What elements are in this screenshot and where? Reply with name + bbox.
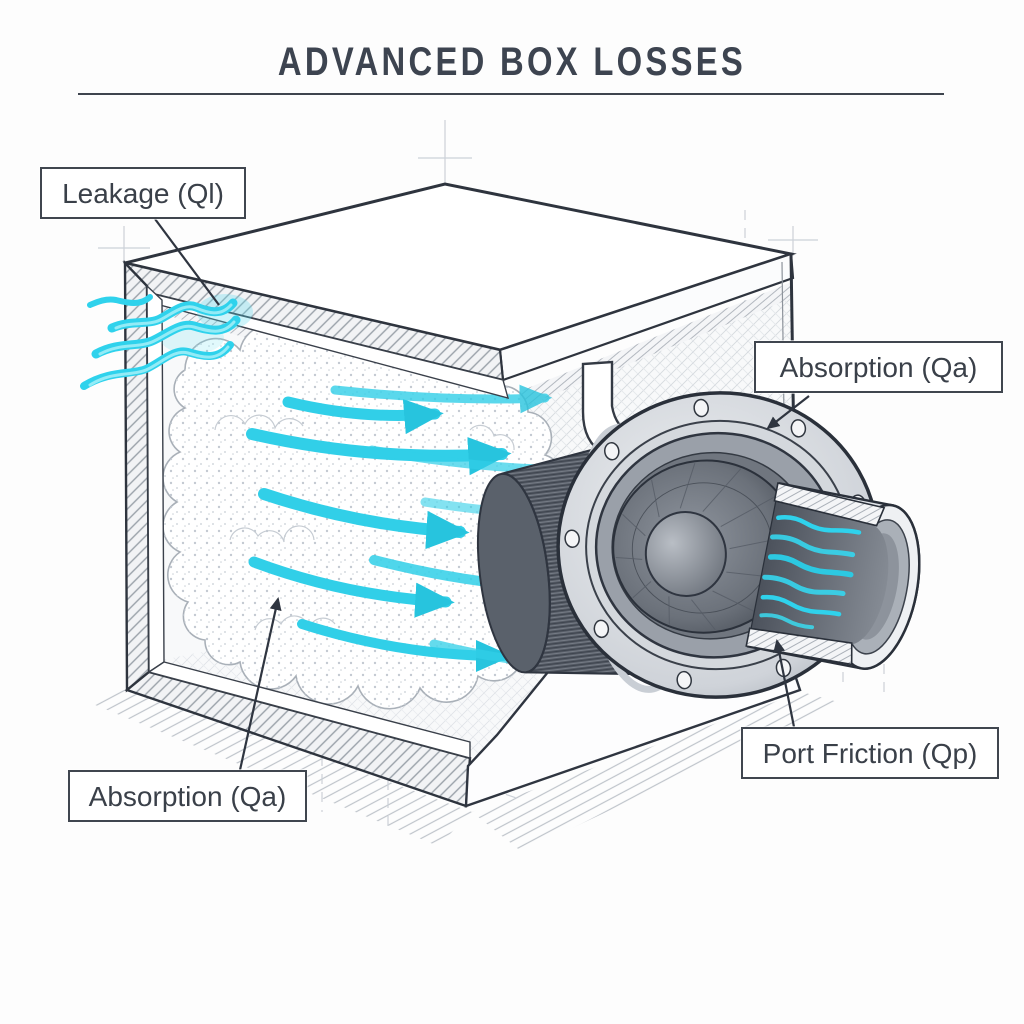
leakage-air-squiggles bbox=[80, 294, 253, 390]
leader-absorption-right bbox=[766, 395, 810, 430]
label-port-friction: Port Friction (Qp) bbox=[741, 727, 999, 779]
page-title: ADVANCED BOX LOSSES bbox=[277, 40, 747, 84]
leader-absorption-left bbox=[238, 597, 282, 771]
port-cut-edge-top bbox=[773, 482, 886, 527]
label-leakage: Leakage (Ql) bbox=[40, 167, 246, 219]
bass-reflex-port bbox=[745, 481, 921, 670]
leader-leakage bbox=[154, 218, 220, 306]
cabinet-top-panel bbox=[122, 182, 797, 399]
label-absorption-left: Absorption (Qa) bbox=[68, 770, 307, 822]
label-absorption-right: Absorption (Qa) bbox=[754, 341, 1003, 393]
port-airflow-streaks bbox=[759, 515, 862, 630]
cone-texture bbox=[615, 463, 795, 631]
port-cut-edge-bottom bbox=[745, 627, 853, 666]
label-leader-lines bbox=[154, 218, 810, 771]
leader-port-friction bbox=[773, 639, 796, 728]
title-underline bbox=[78, 93, 944, 95]
dust-cap bbox=[644, 511, 727, 597]
